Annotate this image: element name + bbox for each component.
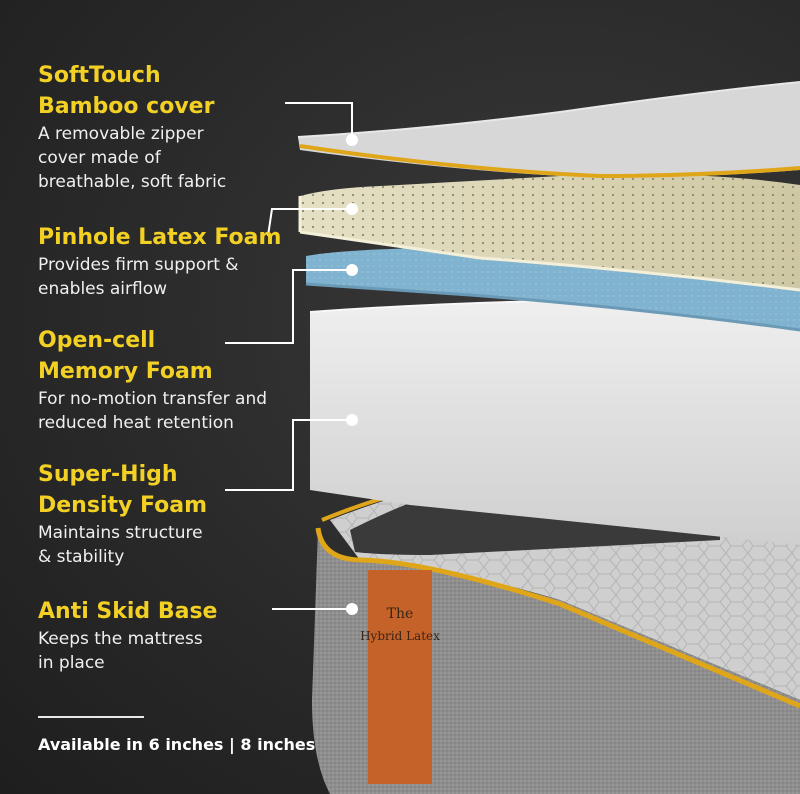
memory-foam-desc-line1: For no-motion transfer and <box>38 389 268 409</box>
divider <box>38 716 144 718</box>
softtouch-title-line1: SoftTouch <box>38 63 161 88</box>
softtouch-desc-line2: cover made of <box>38 148 161 168</box>
density-foam-title-line2: Density Foam <box>38 493 208 518</box>
pinhole-latex-title: Pinhole Latex Foam <box>38 225 282 250</box>
base-side-fabric <box>312 530 800 794</box>
brand-tag-line2: Hybrid Latex <box>360 629 440 643</box>
brand-tag <box>368 570 432 784</box>
base-piping <box>315 527 800 709</box>
memory-foam-title-line1: Open-cell <box>38 328 156 353</box>
availability-text: Available in 6 inches | 8 inches <box>38 735 316 754</box>
softtouch-desc-line1: A removable zipper <box>38 124 204 144</box>
anti-skid-desc-line1: Keeps the mattress <box>38 629 203 649</box>
softtouch-desc-line3: breathable, soft fabric <box>38 172 227 192</box>
memory-foam-title-line2: Memory Foam <box>38 359 213 384</box>
anti-skid-desc-line2: in place <box>38 653 105 673</box>
anti-skid-title: Anti Skid Base <box>38 599 218 624</box>
softtouch-title-line2: Bamboo cover <box>38 94 215 119</box>
pinhole-latex-desc-line2: enables airflow <box>38 279 168 299</box>
bamboo-cover-layer <box>297 81 800 179</box>
pinhole-latex-layer <box>298 174 800 292</box>
density-foam-title-line1: Super-High <box>38 462 178 487</box>
leader-lines <box>225 102 358 615</box>
brand-tag-line1: The <box>387 606 414 622</box>
pinhole-latex-desc-line1: Provides firm support & <box>38 255 239 275</box>
density-foam-desc-line2: & stability <box>38 547 125 567</box>
density-foam-desc-line1: Maintains structure <box>38 523 203 543</box>
memory-foam-desc-line2: reduced heat retention <box>38 413 234 433</box>
